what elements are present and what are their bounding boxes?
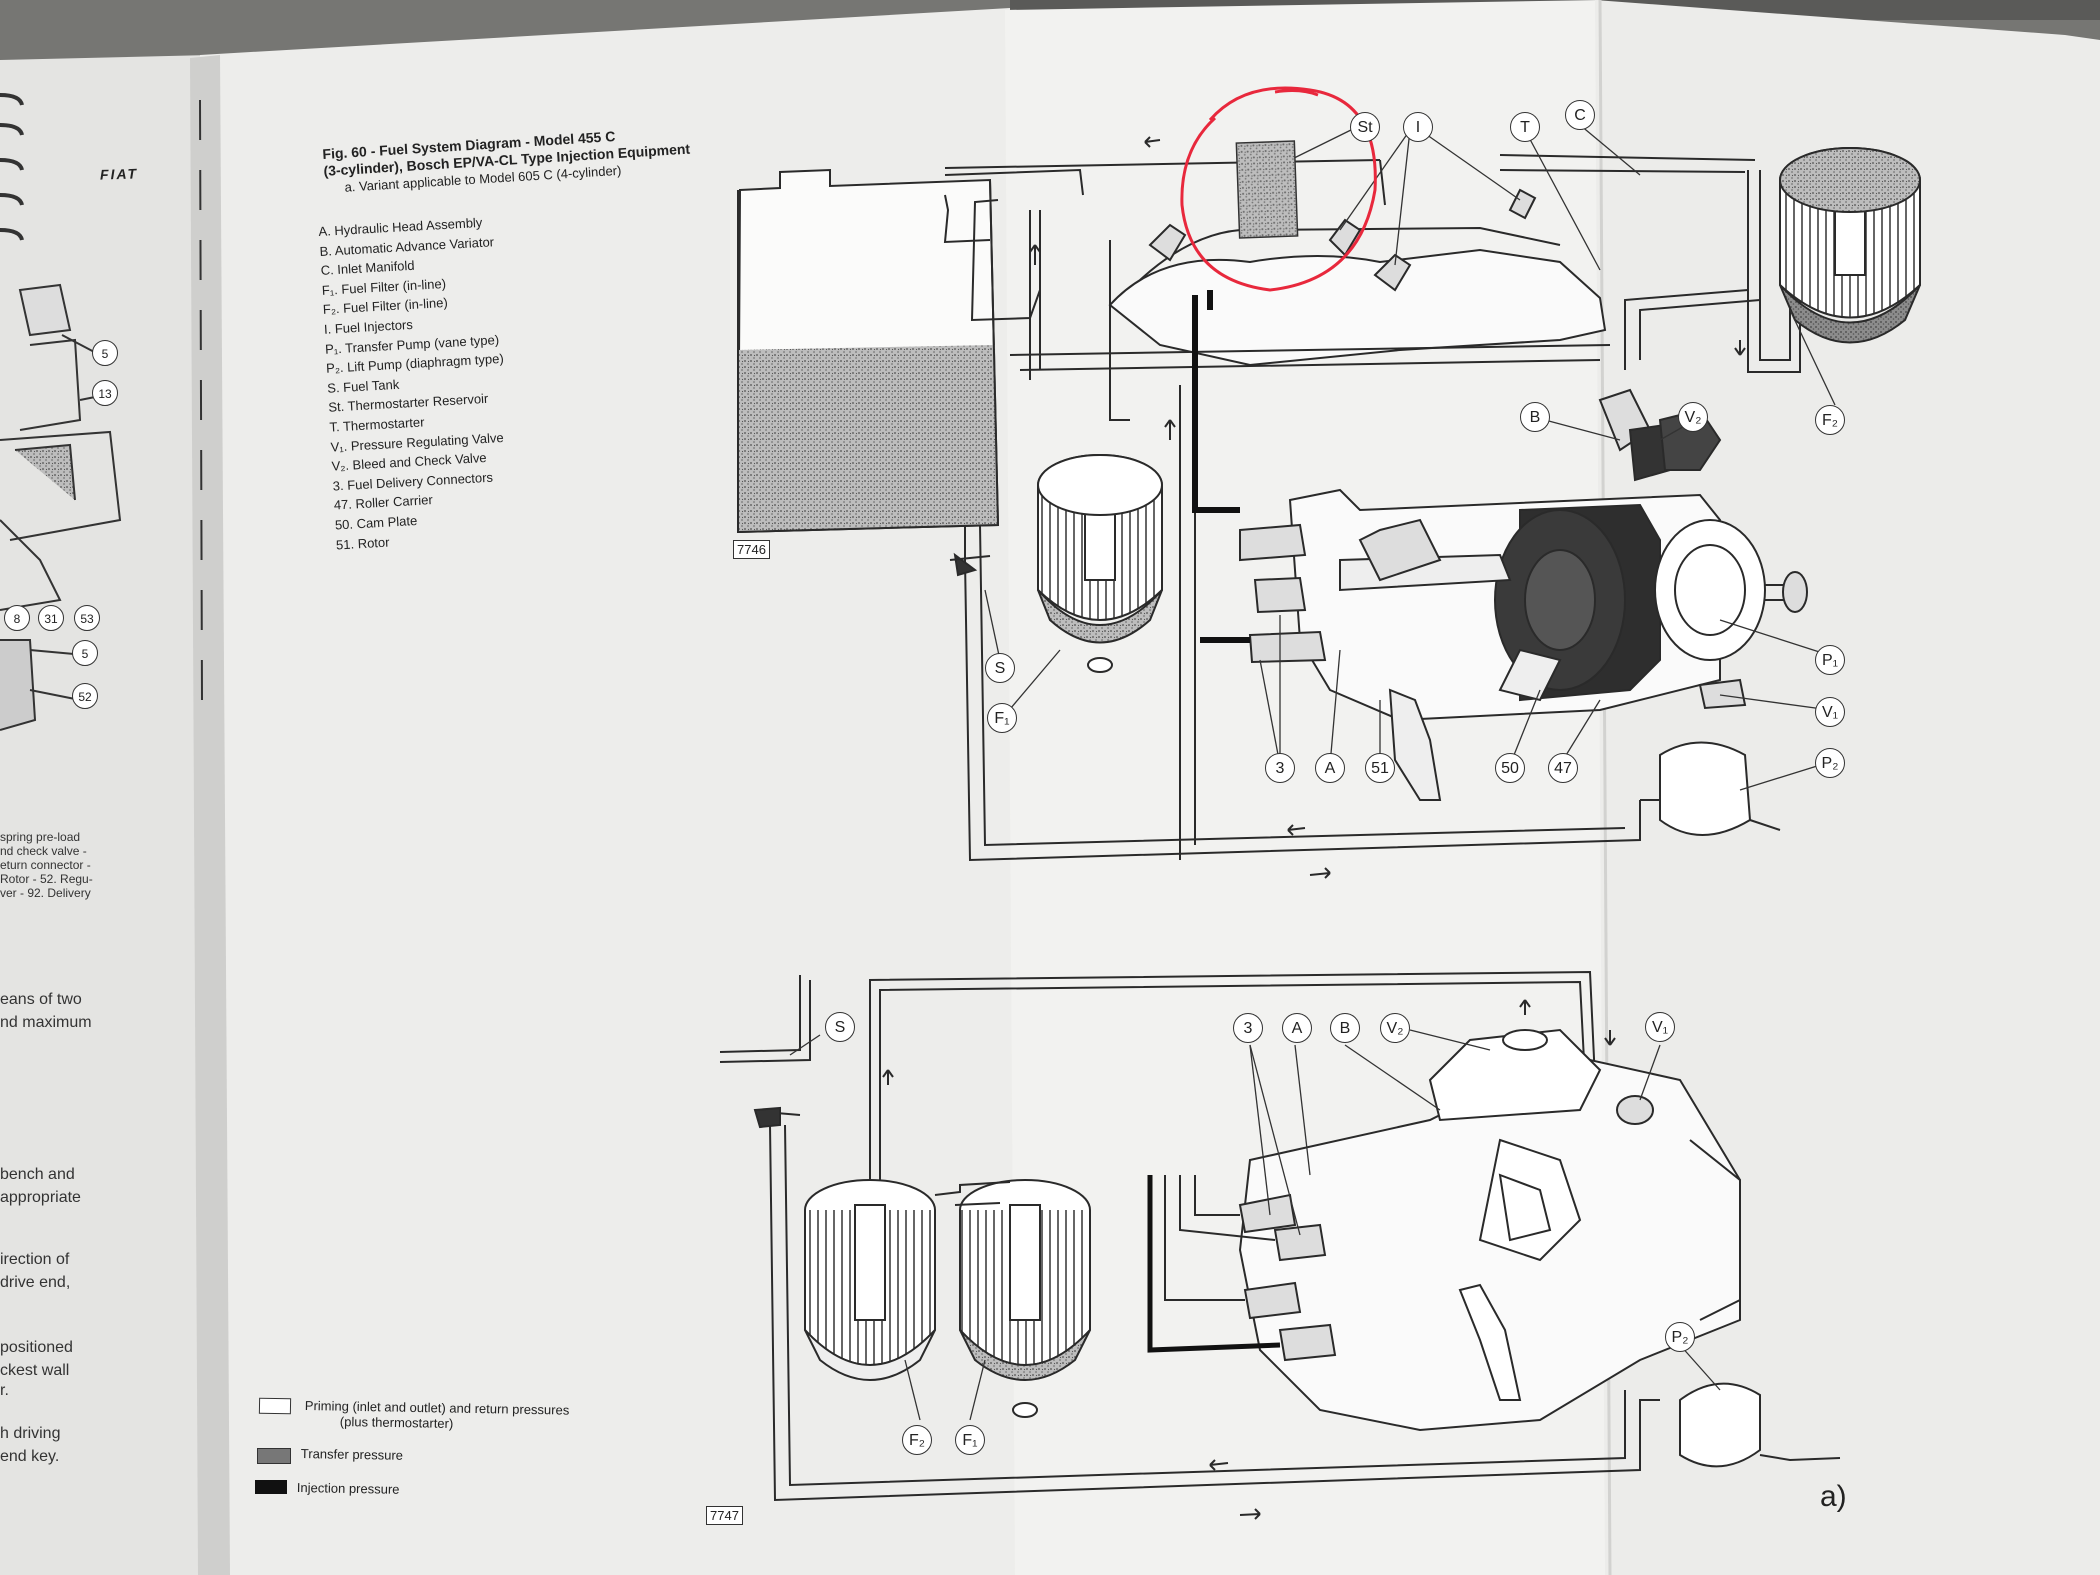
left-page-text-fragment: Rotor - 52. Regu- [0,872,93,886]
callout-bottom_callouts: V₁ [1645,1012,1675,1042]
left-page-text-fragment: nd maximum [0,1014,92,1031]
callout-top_callouts: St [1350,112,1380,142]
bottom-figure-number: 7747 [706,1506,743,1525]
callout-top_callouts: 3 [1265,753,1295,783]
key-swatch-injection [255,1480,287,1494]
left-page-text-fragment: irection of [0,1251,70,1268]
left-page-text-fragment: r. [0,1382,9,1399]
left-page-text-fragment: nd check valve - [0,844,87,858]
fiat-brand: FIAT [99,165,139,183]
callout-top_callouts: A [1315,753,1345,783]
variant-marker: a) [1820,1480,1847,1513]
left-page-part-callout: 52 [72,683,98,709]
callout-top_callouts: C [1565,100,1595,130]
callout-bottom_callouts: S [825,1012,855,1042]
callout-bottom_callouts: P₂ [1665,1322,1695,1352]
callout-top_callouts: B [1520,402,1550,432]
callout-top_callouts: 47 [1548,753,1578,783]
left-page-text-fragment: eans of two [0,991,82,1008]
callout-bottom_callouts: F₂ [902,1425,932,1455]
callout-top_callouts: I [1403,112,1433,142]
callout-top_callouts: F₂ [1815,405,1845,435]
callout-bottom_callouts: B [1330,1013,1360,1043]
left-page-part-callout: 5 [92,340,118,366]
top-figure-number: 7746 [733,540,770,559]
left-page-text-fragment: spring pre-load [0,830,81,844]
left-page-part-callout: 53 [74,605,100,631]
callout-top_callouts: F₁ [987,703,1017,733]
callout-bottom_callouts: F₁ [955,1425,985,1455]
left-page-text-fragment: positioned [0,1339,73,1356]
left-page-text-fragment: end key. [0,1448,60,1465]
callout-top_callouts: T [1510,112,1540,142]
callout-top_callouts: V₂ [1678,402,1708,432]
callout-top_callouts: V₁ [1815,697,1845,727]
left-page-part-callout: 8 [4,605,30,631]
callout-bottom_callouts: V₂ [1380,1013,1410,1043]
left-page-part-callout: 13 [92,380,118,406]
callout-top_callouts: P₂ [1815,748,1845,778]
key-priming-sub: (plus thermostarter) [339,1414,454,1431]
left-page-text-fragment: h driving [0,1425,61,1442]
key-injection-label: Injection pressure [296,1480,400,1497]
key-swatch-priming [258,1397,292,1415]
left-page-part-callout: 5 [72,640,98,666]
left-page-text-fragment: appropriate [0,1189,81,1206]
annotation-circle [1180,86,1377,292]
callout-bottom_callouts: A [1282,1013,1312,1043]
key-swatch-transfer [257,1448,291,1464]
callout-top_callouts: S [985,653,1015,683]
left-page-text-fragment: bench and [0,1166,75,1183]
left-page-text-fragment: ver - 92. Delivery [0,886,91,900]
left-page-text-fragment: ckest wall [0,1362,70,1379]
callout-bottom_callouts: 3 [1233,1013,1263,1043]
callout-top_callouts: 51 [1365,753,1395,783]
callout-top_callouts: 50 [1495,753,1525,783]
key-transfer-label: Transfer pressure [300,1446,404,1463]
left-page-part-callout: 31 [38,605,64,631]
left-page-text-fragment: drive end, [0,1274,71,1291]
left-page-text-fragment: eturn connector - [0,858,91,872]
callout-top_callouts: P₁ [1815,645,1845,675]
